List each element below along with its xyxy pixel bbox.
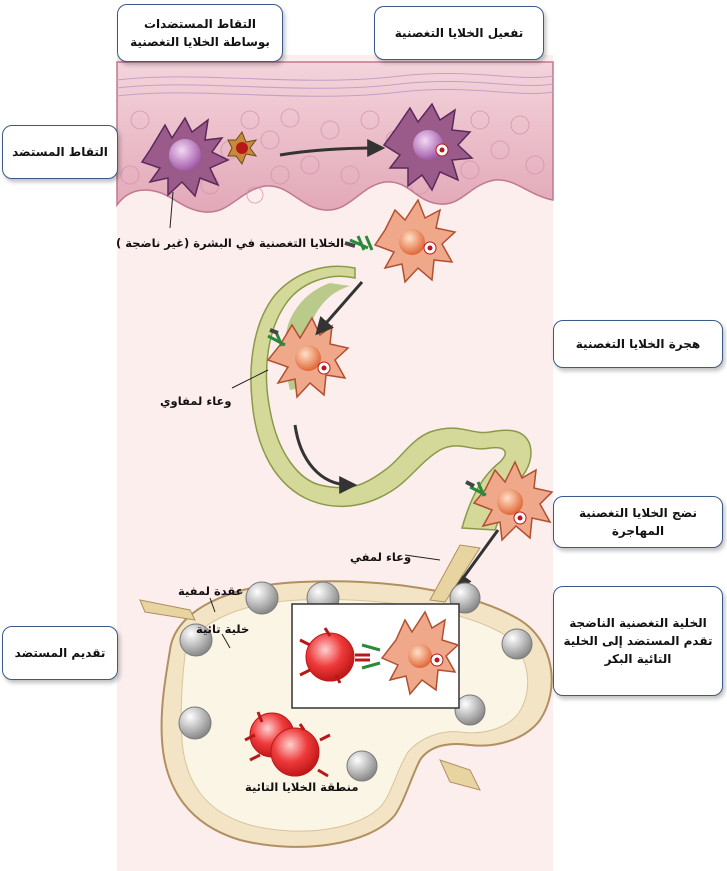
step-antigen-capture-by-dc: التقاط المستضدات بوساطة الخلايا التغصنية bbox=[117, 4, 283, 62]
step-label: التقاط المستضد bbox=[12, 145, 108, 159]
label-lymphatic-vessel: وعاء لمفاوي bbox=[160, 394, 232, 408]
step-label: نضج الخلايا التغصنية المهاجرة bbox=[579, 506, 697, 538]
step-dc-migration: هجرة الخلايا التغصنية bbox=[553, 320, 723, 368]
step-label: الخلية التغصنية الناضجة تقدم المستضد إلى… bbox=[563, 616, 713, 666]
label-t-cell: خلية تائية bbox=[196, 622, 250, 636]
step-label: تفعيل الخلايا التغصنية bbox=[394, 26, 524, 40]
step-label: تقديم المستضد bbox=[14, 646, 106, 660]
migrating-dendritic-cell-vessel bbox=[266, 316, 350, 399]
step-mature-dc-presents: الخلية التغصنية الناضجة تقدم المستضد إلى… bbox=[553, 586, 723, 696]
maturing-dendritic-cell bbox=[465, 460, 554, 542]
t-cell-zone-cells bbox=[244, 711, 331, 778]
migration-arrow bbox=[315, 281, 364, 336]
step-label: هجرة الخلايا التغصنية bbox=[575, 337, 701, 351]
step-antigen-presentation: تقديم المستضد bbox=[2, 626, 118, 680]
step-migrating-dc-maturation: نضج الخلايا التغصنية المهاجرة bbox=[553, 496, 723, 548]
activation-arrow bbox=[279, 139, 386, 158]
node-entry-arrow bbox=[453, 529, 500, 591]
label-lymph-vessel: وعاء لمفي bbox=[350, 550, 412, 564]
antigen-particle bbox=[227, 130, 258, 166]
immature-dendritic-cell bbox=[140, 116, 230, 198]
label-t-cell-zone: منطقة الخلايا التائية bbox=[245, 780, 359, 794]
antigen-presentation-inset bbox=[291, 603, 460, 709]
label-lymph-node: عقدة لمفية bbox=[178, 584, 244, 598]
step-antigen-capture: التقاط المستضد bbox=[2, 125, 118, 179]
label-epidermal-dc: الخلايا التغصنية في البشرة (غير ناضجة ) bbox=[116, 236, 345, 250]
step-dc-activation: تفعيل الخلايا التغصنية bbox=[374, 6, 544, 60]
migrating-dendritic-cell-top bbox=[344, 198, 457, 284]
step-label: التقاط المستضدات بوساطة الخلايا التغصنية bbox=[130, 17, 270, 49]
activated-dendritic-cell bbox=[382, 102, 474, 192]
leader-lines bbox=[169, 191, 441, 649]
